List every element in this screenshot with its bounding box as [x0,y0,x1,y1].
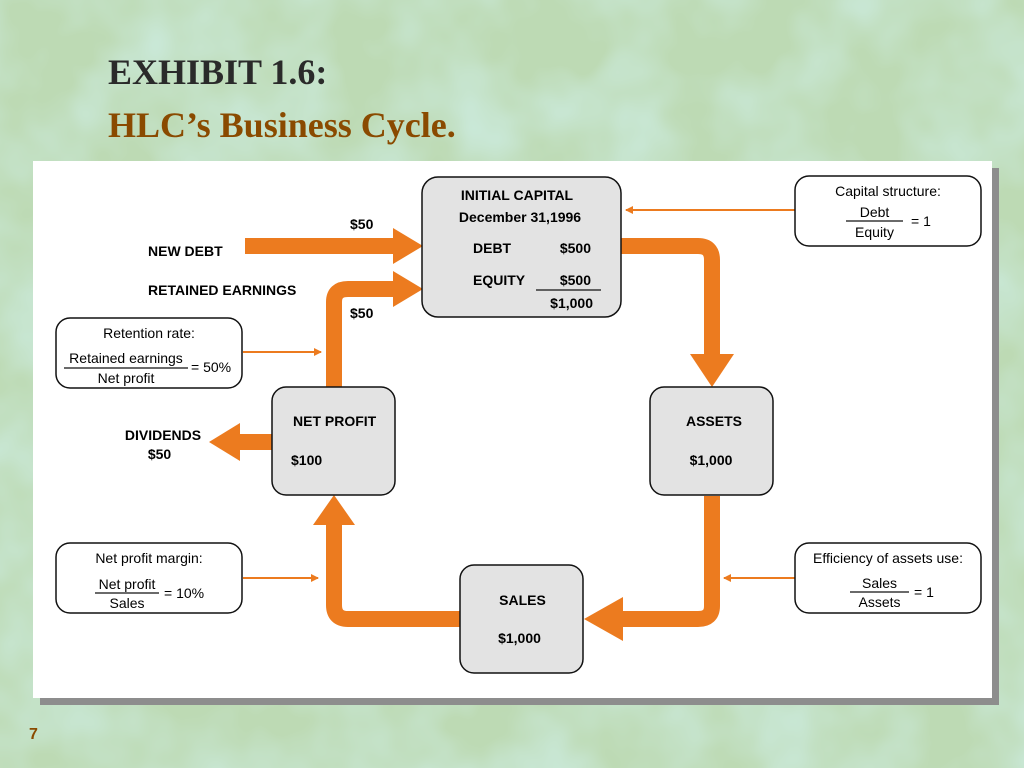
retained-earnings-label: RETAINED EARNINGS [148,282,297,298]
assets-value: $1,000 [689,452,733,468]
capital-structure-result: = 1 [911,213,931,229]
retained-earnings-amount: $50 [350,305,374,321]
retention-rate-denominator: Net profit [97,370,155,386]
capital-structure-title: Capital structure: [835,183,941,199]
net-profit-margin-numerator: Net profit [98,576,156,592]
new-debt-amount: $50 [350,216,374,232]
sales-value: $1,000 [498,630,541,646]
flow-netprofit-to-capital [326,281,395,387]
initial-capital-equity-label: EQUITY [473,272,526,288]
net-profit-margin-denominator: Sales [109,595,145,611]
retention-rate-numerator: Retained earnings [69,350,183,366]
initial-capital-equity-value: $500 [559,272,591,288]
asset-efficiency-numerator: Sales [861,575,898,591]
arrowhead-assets [690,354,734,387]
asset-efficiency-box [794,542,982,614]
capital-structure-denominator: Equity [855,224,894,240]
asset-efficiency-denominator: Assets [858,594,901,610]
net-profit-margin-title: Net profit margin: [95,550,203,566]
net-profit-margin-box [55,542,243,614]
capital-structure-numerator: Debt [859,204,890,220]
assets-box [649,386,774,496]
sales-box [459,564,584,674]
sales-title: SALES [499,592,546,608]
arrowhead-netprofit [313,495,355,525]
dividends-amount: $50 [147,446,172,462]
net-profit-title: NET PROFIT [293,413,377,429]
retention-rate-box [55,317,243,389]
initial-capital-date: December 31,1996 [458,209,582,225]
flow-capital-to-assets [621,238,720,356]
flow-sales-to-netprofit [326,523,460,627]
initial-capital-box [421,176,622,318]
retention-rate-title: Retention rate: [103,325,195,341]
arrowhead-sales [584,597,623,641]
net-profit-value: $100 [291,452,323,468]
initial-capital-title: INITIAL CAPITAL [460,187,574,203]
arrowhead-new-debt [393,228,423,264]
capital-structure-box [794,175,982,247]
exhibit-title: EXHIBIT 1.6: [108,52,328,92]
flow-assets-to-sales [621,496,720,627]
retention-rate-result: = 50% [191,359,232,375]
exhibit-subtitle: HLC’s Business Cycle. [108,105,456,145]
net-profit-margin-result: = 10% [164,585,205,601]
arrowhead-retained [393,271,423,307]
asset-efficiency-result: = 1 [914,584,934,600]
initial-capital-debt-label: DEBT [473,240,512,256]
new-debt-label: NEW DEBT [148,243,223,259]
dividends-label: DIVIDENDS [124,427,202,443]
arrowhead-dividends [209,423,240,461]
initial-capital-total: $1,000 [550,295,593,311]
initial-capital-debt-value: $500 [559,240,591,256]
page-number: 7 [29,726,38,743]
diagram-graphics [55,175,982,674]
asset-efficiency-title: Efficiency of assets use: [813,550,963,566]
diagram-panel: INITIAL CAPITAL December 31,1996 DEBT $5… [33,161,992,698]
net-profit-box [271,386,396,496]
assets-title: ASSETS [685,413,742,429]
